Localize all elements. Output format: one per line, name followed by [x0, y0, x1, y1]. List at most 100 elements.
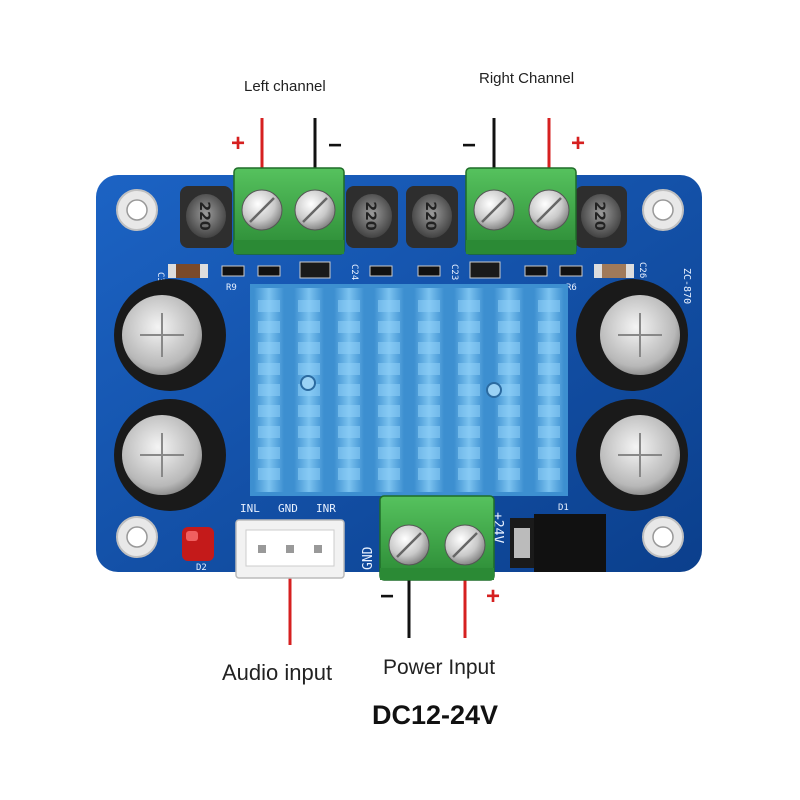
heatsink-fin-slot [458, 321, 480, 333]
heatsink-fin-slot [338, 363, 360, 375]
heatsink-fin-slot [378, 405, 400, 417]
heatsink-fin-slot [298, 447, 320, 459]
heatsink-fin-slot [538, 447, 560, 459]
heatsink-fin-slot [538, 426, 560, 438]
heatsink-fin-slot [458, 468, 480, 480]
heatsink-fin-slot [498, 342, 520, 354]
heatsink-fin-slot [378, 321, 400, 333]
heatsink-fin-slot [538, 468, 560, 480]
heatsink-fin-slot [298, 405, 320, 417]
inductor: 220 [346, 186, 398, 248]
heatsink-fin-slot [418, 300, 440, 312]
heatsink-fin-slot [378, 363, 400, 375]
heatsink-fin-slot [418, 405, 440, 417]
heatsink-fin-slot [338, 300, 360, 312]
left-channel-label: Left channel [244, 78, 326, 95]
voltage-label: DC12-24V [372, 700, 499, 730]
heatsink-fin-slot [418, 384, 440, 396]
heatsink-fin-slot [498, 363, 520, 375]
heatsink-fin-slot [458, 384, 480, 396]
heatsink-fin-slot [258, 384, 280, 396]
inductor: 220 [575, 186, 627, 248]
silk-gnd: GND [278, 502, 298, 515]
heatsink-fin-slot [418, 426, 440, 438]
heatsink-fin-slot [338, 321, 360, 333]
power-input-terminal [379, 495, 495, 581]
heatsink-fin-slot [418, 321, 440, 333]
heatsink-fin-slot [338, 384, 360, 396]
heatsink-fin-slot [418, 468, 440, 480]
heatsink-fin-slot [498, 447, 520, 459]
heatsink-fin-slot [258, 405, 280, 417]
heatsink-fin-slot [338, 426, 360, 438]
audio-input-label: Audio input [222, 660, 333, 685]
silk-c24: C24 [349, 264, 359, 280]
heatsink-fin-slot [538, 321, 560, 333]
heatsink-fin-slot [298, 468, 320, 480]
heatsink-fin-slot [258, 363, 280, 375]
heatsink-fin-slot [458, 342, 480, 354]
heatsink-fin-slot [298, 321, 320, 333]
right-channel-terminal [465, 167, 577, 255]
silk-d1: D1 [558, 503, 569, 513]
heatsink-fin-slot [498, 405, 520, 417]
power-input-label: Power Input [383, 656, 496, 679]
silk-c26: C26 [637, 262, 647, 278]
left-minus-mark: − [328, 132, 343, 159]
heatsink-fin-slot [538, 363, 560, 375]
heatsink-fin-slot [258, 468, 280, 480]
heatsink [250, 284, 568, 496]
silk-r6: R6 [566, 283, 577, 293]
left-plus-mark: + [231, 130, 246, 157]
electrolytic-capacitors [114, 279, 688, 511]
heatsink-fin-slot [498, 300, 520, 312]
heatsink-fin-slot [338, 342, 360, 354]
inductor-value: 220 [362, 201, 378, 230]
heatsink-fin-slot [538, 300, 560, 312]
inductor: 220 [406, 186, 458, 248]
silk-c23: C23 [449, 264, 459, 280]
right-channel-label: Right Channel [479, 70, 575, 87]
power-plus-mark: + [486, 583, 501, 610]
silk-inl: INL [240, 502, 260, 515]
capacitor [576, 399, 688, 511]
inductor-value: 220 [196, 201, 212, 230]
diode-d1 [510, 514, 606, 572]
capacitor [576, 279, 688, 391]
silk-inr: INR [316, 502, 336, 515]
heatsink-fin-slot [258, 342, 280, 354]
led-indicator [182, 527, 214, 561]
heatsink-screw [486, 382, 502, 398]
silk-r9: R9 [226, 283, 237, 293]
capacitor [114, 399, 226, 511]
heatsink-fin-slot [258, 300, 280, 312]
heatsink-fin-slot [338, 405, 360, 417]
heatsink-screw [300, 375, 316, 391]
smd-components [168, 261, 634, 279]
heatsink-fin-slot [338, 468, 360, 480]
heatsink-fin-slot [258, 321, 280, 333]
heatsink-fin-slot [458, 426, 480, 438]
heatsink-fin-slot [458, 405, 480, 417]
heatsink-fin-slot [258, 447, 280, 459]
heatsink-fin-slot [538, 384, 560, 396]
heatsink-fin-slot [298, 342, 320, 354]
heatsink-fin-slot [458, 300, 480, 312]
heatsink-fin-slot [378, 426, 400, 438]
silk-board-id: ZC-870 [681, 268, 692, 304]
inductor-value: 220 [591, 201, 607, 230]
capacitor [114, 279, 226, 391]
heatsink-fin-slot [298, 426, 320, 438]
heatsink-fin-slot [458, 447, 480, 459]
inductor: 220 [180, 186, 232, 248]
heatsink-fin-slot [378, 300, 400, 312]
left-channel-terminal [233, 167, 345, 255]
inductors: 220 220 220 220 [180, 186, 627, 248]
silk-d2: D2 [196, 563, 207, 573]
inductor-value: 220 [422, 201, 438, 230]
heatsink-fin-slot [418, 342, 440, 354]
heatsink-fin-slot [498, 384, 520, 396]
heatsink-fin-slot [378, 468, 400, 480]
heatsink-fin-slot [378, 447, 400, 459]
